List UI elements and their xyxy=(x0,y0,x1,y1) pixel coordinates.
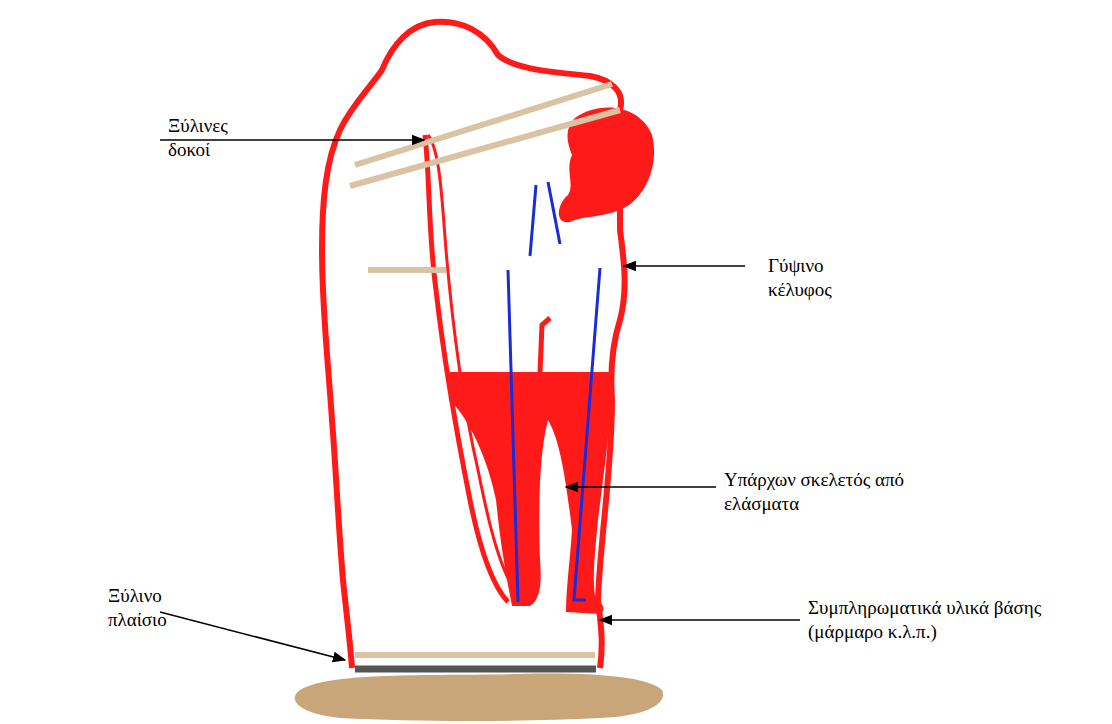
hip-line xyxy=(540,318,550,372)
base-materials xyxy=(355,666,596,673)
metal-strip xyxy=(508,270,518,602)
metal-strip xyxy=(548,182,560,244)
metal-strip xyxy=(574,268,600,600)
arm-outline xyxy=(425,135,508,602)
callout-label: Ξύλινο πλαίσιο xyxy=(108,584,198,632)
callout-label: Συμπληρωματικά υλικά βάσης (μάρμαρο κ.λ.… xyxy=(808,596,1098,644)
leader-arrow xyxy=(566,486,716,488)
leader-arrow xyxy=(624,265,745,267)
leader-arrow xyxy=(160,612,345,660)
plaster-shell xyxy=(322,22,625,668)
wooden-beam xyxy=(350,110,620,186)
callout-label: Γύψινο κέλυφος xyxy=(768,254,868,302)
metal-strip xyxy=(530,185,536,256)
callout-label: Ξύλινες δοκοί xyxy=(168,114,258,162)
leader-arrow xyxy=(600,619,800,621)
ground xyxy=(295,674,663,721)
callout-label: Υπάρχων σκελετός από ελάσματα xyxy=(724,468,924,516)
wooden-frame xyxy=(355,652,595,658)
wooden-beam xyxy=(368,267,446,273)
